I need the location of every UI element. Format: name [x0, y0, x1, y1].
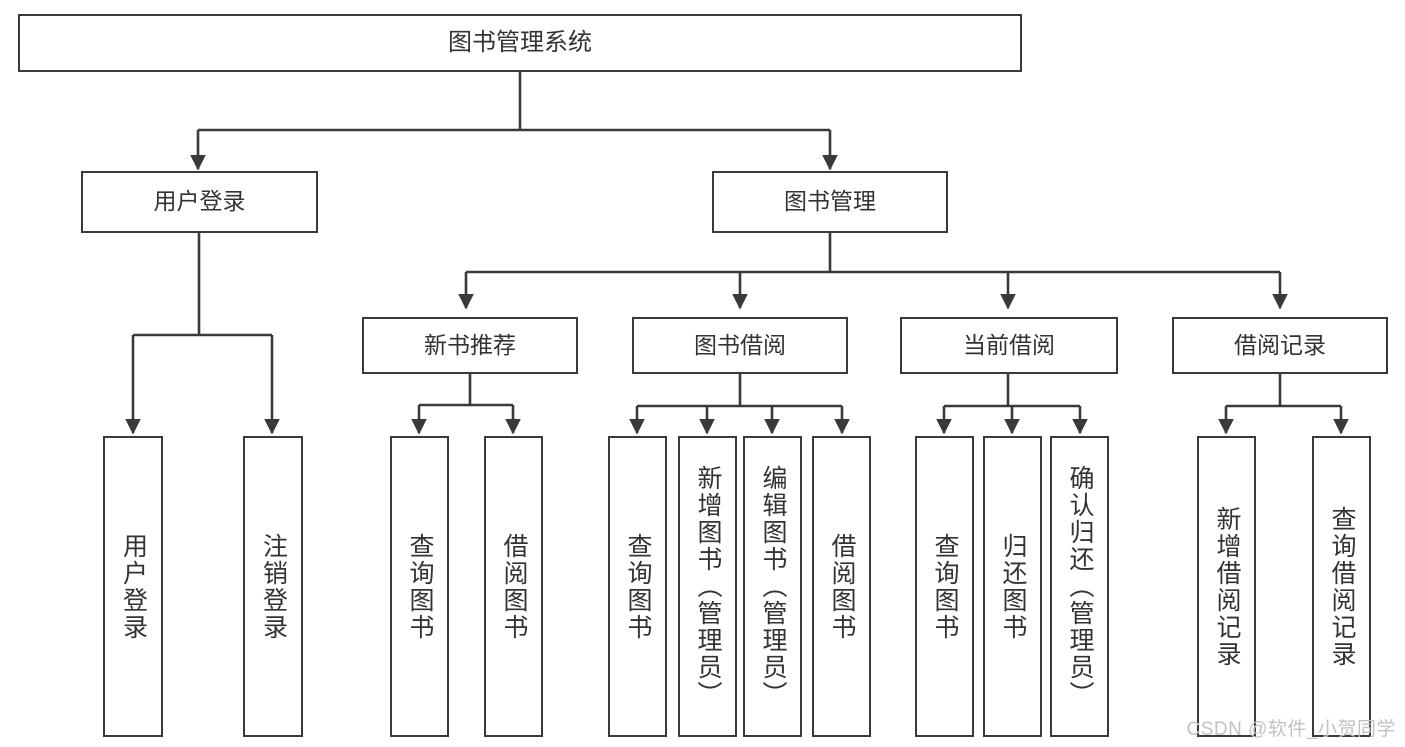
node-label: 新增借阅记录	[1213, 505, 1241, 668]
node-new-book-recommendation[interactable]: 新书推荐	[362, 317, 578, 374]
node-label: 确认归还（管理员）	[1066, 465, 1094, 708]
node-label: 编辑图书（管理员）	[759, 465, 787, 708]
node-label: 借阅图书	[500, 532, 528, 641]
node-label: 用户登录	[119, 532, 148, 641]
node-label: 查询借阅记录	[1328, 505, 1356, 668]
node-label: 图书管理	[784, 188, 876, 215]
node-book-borrowing[interactable]: 图书借阅	[632, 317, 848, 374]
node-leaf-add-book-admin[interactable]: 新增图书（管理员）	[678, 436, 737, 737]
node-label: 注销登录	[259, 532, 288, 641]
node-label: 查询图书	[406, 532, 434, 641]
node-leaf-confirm-return-admin[interactable]: 确认归还（管理员）	[1050, 436, 1109, 737]
node-label: 借阅记录	[1234, 331, 1326, 358]
node-leaf-borrow-book-recommendation[interactable]: 借阅图书	[484, 436, 543, 737]
node-label: 新增图书（管理员）	[694, 465, 722, 708]
node-current-borrowing[interactable]: 当前借阅	[900, 317, 1118, 374]
node-leaf-add-borrowing-record[interactable]: 新增借阅记录	[1197, 436, 1256, 737]
node-user-login[interactable]: 用户登录	[81, 171, 318, 233]
node-leaf-logout-login[interactable]: 注销登录	[243, 436, 303, 737]
node-label: 归还图书	[999, 532, 1027, 641]
node-leaf-user-login[interactable]: 用户登录	[103, 436, 163, 737]
node-leaf-return-book[interactable]: 归还图书	[983, 436, 1042, 737]
node-label: 新书推荐	[424, 331, 516, 358]
node-leaf-query-book-current[interactable]: 查询图书	[915, 436, 974, 737]
node-leaf-query-borrowing-record[interactable]: 查询借阅记录	[1312, 436, 1371, 737]
node-leaf-borrow-book-borrowing[interactable]: 借阅图书	[812, 436, 871, 737]
node-label: 图书借阅	[694, 331, 786, 358]
node-label: 图书管理系统	[448, 28, 592, 56]
node-leaf-edit-book-admin[interactable]: 编辑图书（管理员）	[743, 436, 802, 737]
node-root-book-management-system[interactable]: 图书管理系统	[18, 14, 1022, 72]
node-borrowing-record[interactable]: 借阅记录	[1172, 317, 1388, 374]
node-label: 当前借阅	[963, 331, 1055, 358]
node-label: 用户登录	[153, 188, 246, 215]
node-book-management[interactable]: 图书管理	[712, 171, 948, 233]
node-label: 查询图书	[931, 532, 959, 641]
node-label: 借阅图书	[828, 532, 856, 641]
node-leaf-query-book-borrowing[interactable]: 查询图书	[608, 436, 667, 737]
node-leaf-query-book-recommendation[interactable]: 查询图书	[390, 436, 449, 737]
node-label: 查询图书	[624, 532, 652, 641]
csdn-watermark: CSDN @软件_小贺同学	[1186, 719, 1396, 740]
